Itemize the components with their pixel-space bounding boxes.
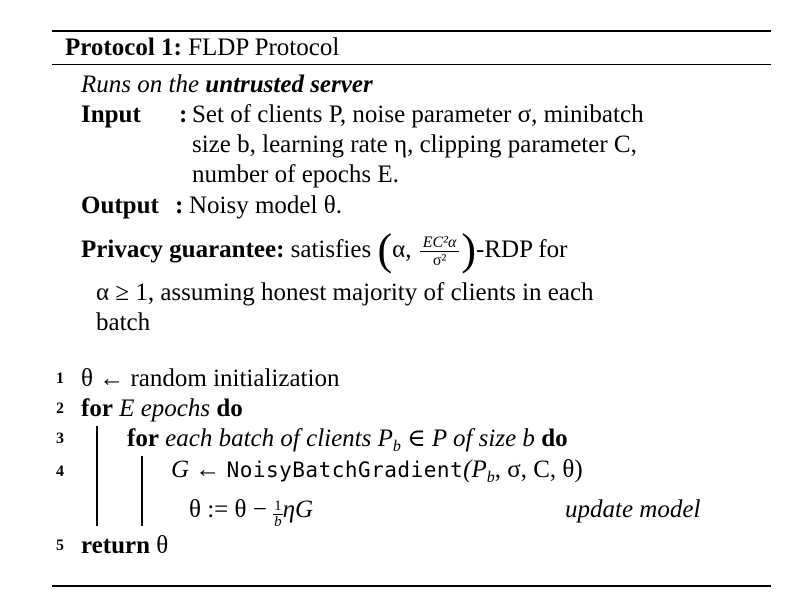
update-comment: update model bbox=[565, 496, 701, 523]
privacy-line-2: α ≥ 1, assuming honest majority of clien… bbox=[96, 279, 594, 306]
for-keyword: for bbox=[81, 395, 113, 422]
runs-on-line: Runs on the untrusted server bbox=[81, 70, 373, 100]
privacy-frac-den: σ² bbox=[432, 252, 447, 269]
runs-on-emph: untrusted server bbox=[205, 71, 373, 98]
update-frac-den: b bbox=[274, 514, 282, 530]
algo-line-1: θ ← random initialization bbox=[81, 365, 340, 392]
line-number-2: 2 bbox=[56, 400, 64, 417]
input-line-2: size b, learning rate η, clipping parame… bbox=[192, 131, 637, 158]
privacy-alpha: α, bbox=[392, 236, 412, 264]
do-keyword: do bbox=[541, 425, 568, 452]
privacy-fraction: EC²α σ² bbox=[419, 234, 460, 269]
left-paren: ( bbox=[377, 225, 393, 275]
input-line-1: Set of clients P, noise parameter σ, min… bbox=[192, 101, 644, 128]
privacy-line-1: Privacy guarantee: satisfies (α, EC²α σ²… bbox=[81, 228, 568, 272]
function-args-sub: b bbox=[486, 469, 495, 486]
top-rule bbox=[52, 30, 771, 32]
algo-line-5: return θ bbox=[81, 531, 168, 561]
return-value: θ bbox=[156, 532, 169, 559]
output-colon: : bbox=[175, 192, 184, 219]
for-batch-block-bar bbox=[141, 456, 143, 526]
algo-update-line: θ := θ − 1 b ηG bbox=[189, 495, 313, 530]
privacy-text-after: -RDP for bbox=[476, 236, 568, 264]
output-label: Output bbox=[81, 192, 159, 219]
right-paren: ) bbox=[461, 225, 477, 275]
protocol-label: Protocol 1: bbox=[65, 34, 182, 61]
privacy-text-before: satisfies bbox=[290, 236, 372, 264]
privacy-label: Privacy guarantee: bbox=[81, 236, 285, 264]
batch-var-sub: b bbox=[392, 438, 401, 455]
do-keyword: do bbox=[216, 395, 243, 422]
function-name: NoisyBatchGradient bbox=[226, 458, 464, 482]
algo-line-2: for E epochs do bbox=[81, 394, 243, 424]
line-number-5: 5 bbox=[56, 537, 64, 554]
update-pre: θ := θ − bbox=[189, 496, 267, 523]
return-keyword: return bbox=[81, 532, 150, 559]
input-colon: : bbox=[179, 101, 188, 128]
function-args: (P bbox=[463, 456, 487, 483]
batch-phrase-post: ∈ P of size b bbox=[407, 425, 535, 452]
privacy-frac-num: EC²α bbox=[419, 234, 460, 252]
for-epochs-block-bar bbox=[96, 426, 98, 526]
protocol-name: FLDP Protocol bbox=[188, 34, 340, 61]
line-number-1: 1 bbox=[56, 370, 64, 387]
update-fraction: 1 b bbox=[273, 499, 283, 530]
protocol-caption: Protocol 1: FLDP Protocol bbox=[65, 33, 339, 63]
privacy-line-3: batch bbox=[96, 309, 151, 336]
gradient-assign: G ← bbox=[171, 456, 221, 483]
bottom-rule bbox=[52, 585, 771, 587]
algo-line-4: G ← NoisyBatchGradient(Pb, σ, C, θ) bbox=[171, 455, 583, 493]
output-text: Noisy model θ. bbox=[189, 192, 342, 219]
function-args-post: , σ, C, θ) bbox=[494, 456, 583, 483]
header-rule bbox=[52, 64, 771, 65]
epochs-phrase: E epochs bbox=[119, 395, 211, 422]
line-number-3: 3 bbox=[56, 430, 64, 447]
batch-var: P bbox=[377, 425, 393, 452]
line-number-4: 4 bbox=[56, 463, 64, 480]
input-label: Input bbox=[81, 101, 141, 128]
input-line-3: number of epochs E. bbox=[192, 161, 399, 188]
for-keyword: for bbox=[127, 425, 159, 452]
update-frac-num: 1 bbox=[273, 498, 283, 515]
batch-phrase: each batch of clients bbox=[165, 425, 372, 452]
update-post: ηG bbox=[282, 496, 314, 523]
runs-on-prefix: Runs on the bbox=[81, 71, 200, 98]
algo-line-3: for each batch of clients Pb ∈ P of size… bbox=[127, 424, 568, 462]
